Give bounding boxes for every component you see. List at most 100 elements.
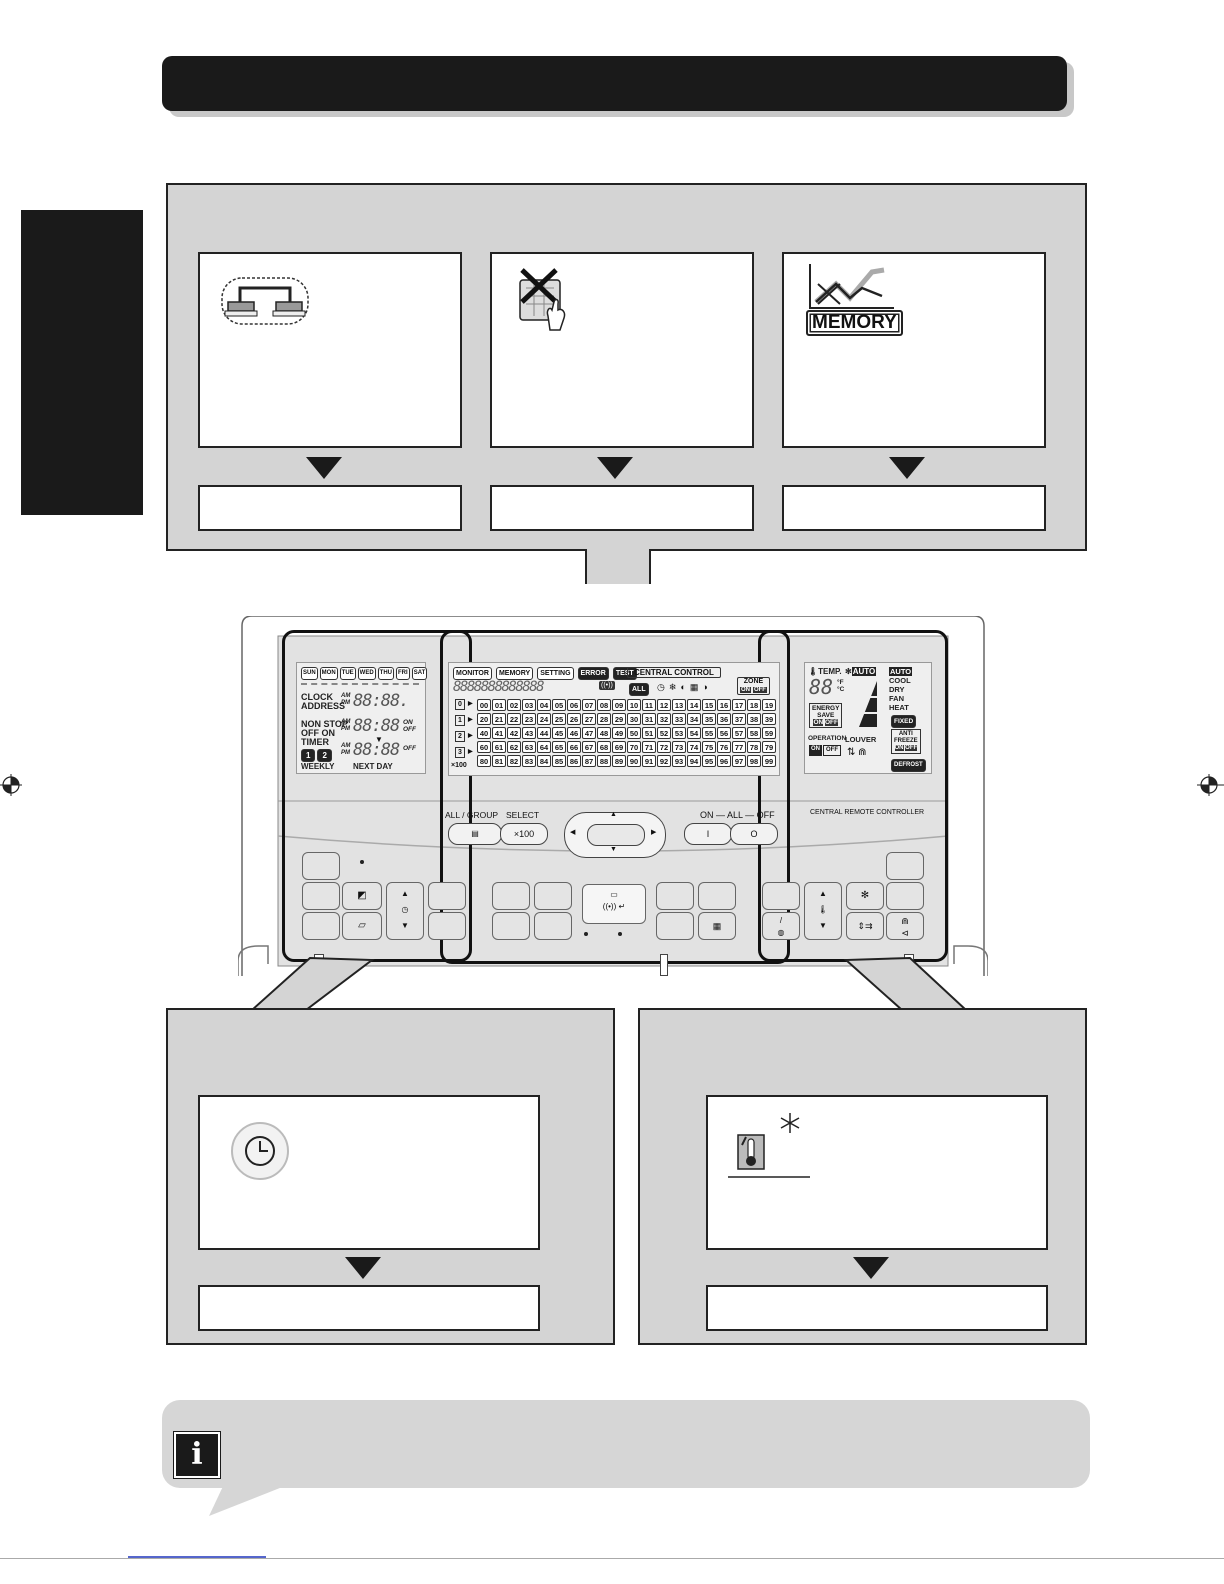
unit-address-cell: 88 xyxy=(597,755,611,767)
unit-address-cell: 09 xyxy=(612,699,626,711)
panel-connector xyxy=(585,549,651,584)
unit-address-cell: 60 xyxy=(477,741,491,753)
key-button[interactable] xyxy=(302,852,340,880)
unit-address-cell: 90 xyxy=(627,755,641,767)
unit-address-cell: 46 xyxy=(567,727,581,739)
key-button[interactable] xyxy=(534,882,572,910)
all-off-button[interactable]: O xyxy=(730,823,778,845)
program-tag: 1 xyxy=(301,749,316,762)
row-label: 3▶ xyxy=(455,747,473,758)
unit-address-cell: 15 xyxy=(702,699,716,711)
unit-address-cell: 14 xyxy=(687,699,701,711)
key-button[interactable]: ▱ xyxy=(342,912,382,940)
page-title-bar xyxy=(162,56,1067,111)
key-button[interactable] xyxy=(534,912,572,940)
key-button[interactable] xyxy=(428,912,466,940)
off-timer-digits: 88:88 xyxy=(353,740,400,760)
feature-box-timer xyxy=(198,1095,540,1250)
no-touch-icon xyxy=(519,268,566,331)
unit-address-cell: 84 xyxy=(537,755,551,767)
unit-address-cell: 05 xyxy=(552,699,566,711)
unit-address-cell: 87 xyxy=(582,755,596,767)
unit-address-cell: 21 xyxy=(492,713,506,725)
unit-address-cell: 70 xyxy=(627,741,641,753)
linked-units-icon xyxy=(221,277,309,325)
on-off-key[interactable]: /◍ xyxy=(762,912,800,940)
unit-address-cell: 57 xyxy=(732,727,746,739)
unit-address-cell: 48 xyxy=(597,727,611,739)
key-button[interactable]: ▦ xyxy=(698,912,736,940)
unit-address-cell: 28 xyxy=(597,713,611,725)
arrow-pad[interactable]: ▲ ▼ ◀ ▶ xyxy=(564,811,666,858)
unit-address-cell: 78 xyxy=(747,741,761,753)
arrow-down-icon xyxy=(853,1257,889,1279)
enter-key[interactable] xyxy=(587,824,645,846)
unit-address-cell: 34 xyxy=(687,713,701,725)
unit-address-cell: 38 xyxy=(747,713,761,725)
arrow-left-icon[interactable]: ◀ xyxy=(570,829,576,836)
unit-address-cell: 79 xyxy=(762,741,776,753)
key-button[interactable] xyxy=(886,882,924,910)
signal-icon: ((•)) xyxy=(599,681,615,690)
key-button[interactable] xyxy=(302,882,340,910)
memory-tag: MEMORY xyxy=(495,667,534,680)
arrow-up-icon[interactable]: ▲ xyxy=(610,811,617,818)
key-button[interactable] xyxy=(698,882,736,910)
fan-key[interactable]: ✻ xyxy=(846,882,884,910)
key-button[interactable] xyxy=(656,912,694,940)
unit-address-cell: 47 xyxy=(582,727,596,739)
unit-address-cell: 62 xyxy=(507,741,521,753)
key-button[interactable] xyxy=(762,882,800,910)
setting-tag: SETTING xyxy=(537,667,574,680)
key-button[interactable] xyxy=(492,882,530,910)
op-on-tag: ON xyxy=(809,745,822,756)
unit-address-cell: 81 xyxy=(492,755,506,767)
key-button[interactable]: ◩ xyxy=(342,882,382,910)
arrow-right-icon[interactable]: ▶ xyxy=(651,829,657,836)
timer-updown-key[interactable]: ▲◷▼ xyxy=(386,882,424,940)
unit-address-cell: 94 xyxy=(687,755,701,767)
x100-button[interactable]: ×100 xyxy=(500,823,548,845)
unit-address-cell: 23 xyxy=(522,713,536,725)
unit-address-cell: 43 xyxy=(522,727,536,739)
unit-address-cell: 36 xyxy=(717,713,731,725)
key-button[interactable] xyxy=(886,852,924,880)
key-button[interactable] xyxy=(656,882,694,910)
feature-result-box-timer xyxy=(198,1285,540,1331)
unit-address-cell: 54 xyxy=(687,727,701,739)
temp-units: °F°C xyxy=(837,679,845,693)
indicator-dot xyxy=(618,932,622,936)
key-button[interactable] xyxy=(492,912,530,940)
next-day-label: NEXT DAY xyxy=(353,762,393,771)
unit-address-cell: 41 xyxy=(492,727,506,739)
registration-mark-left xyxy=(0,774,22,796)
feature-result-box-operation xyxy=(706,1285,1048,1331)
unit-address-cell: 06 xyxy=(567,699,581,711)
temp-updown-key[interactable]: ▲🌡▼ xyxy=(804,882,842,940)
set-enter-key[interactable]: ▭((•)) ↵ xyxy=(582,884,646,924)
unit-address-cell: 85 xyxy=(552,755,566,767)
op-off-tag: OFF xyxy=(823,745,841,756)
unit-address-cell: 91 xyxy=(642,755,656,767)
unit-address-cell: 10 xyxy=(627,699,641,711)
day-tag: SUN xyxy=(301,667,318,680)
arrow-down-icon[interactable]: ▼ xyxy=(610,846,617,853)
unit-address-cell: 08 xyxy=(597,699,611,711)
row-label: 2▶ xyxy=(455,731,473,742)
unit-address-cell: 22 xyxy=(507,713,521,725)
fan-auto: ✻AUTO xyxy=(845,667,877,676)
unit-address-cell: 25 xyxy=(552,713,566,725)
unit-address-cell: 00 xyxy=(477,699,491,711)
temp-label: 🌡TEMP. xyxy=(808,667,842,676)
unit-address-cell: 67 xyxy=(582,741,596,753)
swing-key[interactable]: ⋒⊲ xyxy=(886,912,924,940)
key-button[interactable] xyxy=(302,912,340,940)
key-button[interactable] xyxy=(428,882,466,910)
row-label: 0▶ xyxy=(455,699,473,710)
unit-address-cell: 89 xyxy=(612,755,626,767)
unit-address-cell: 69 xyxy=(612,741,626,753)
louver-key[interactable]: ⇕⇉ xyxy=(846,912,884,940)
unit-address-cell: 97 xyxy=(732,755,746,767)
